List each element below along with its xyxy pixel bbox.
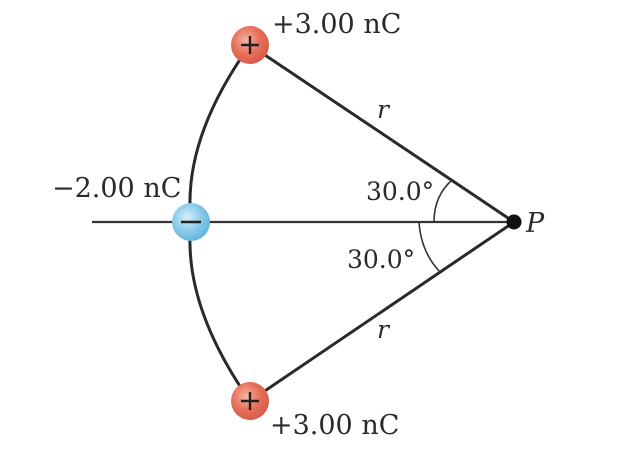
top-charge-label: +3.00 nC — [272, 9, 401, 40]
bottom-charge-label: +3.00 nC — [270, 410, 399, 441]
bottom-angle-label: 30.0° — [347, 245, 415, 274]
bottom-positive-charge — [231, 382, 269, 420]
middle-negative-charge — [172, 203, 210, 241]
top-distance-label: r — [377, 95, 391, 124]
bottom-angle-arc — [418, 221, 441, 273]
bottom-distance-line — [249, 220, 515, 403]
top-angle-label: 30.0° — [366, 177, 434, 206]
point-p-label: P — [525, 208, 545, 239]
top-angle-arc — [433, 179, 453, 223]
top-positive-charge — [231, 26, 269, 64]
middle-charge-label: −2.00 nC — [52, 173, 181, 204]
bottom-distance-label: r — [377, 315, 391, 344]
top-distance-line — [249, 43, 515, 224]
point-p-dot — [506, 214, 522, 230]
